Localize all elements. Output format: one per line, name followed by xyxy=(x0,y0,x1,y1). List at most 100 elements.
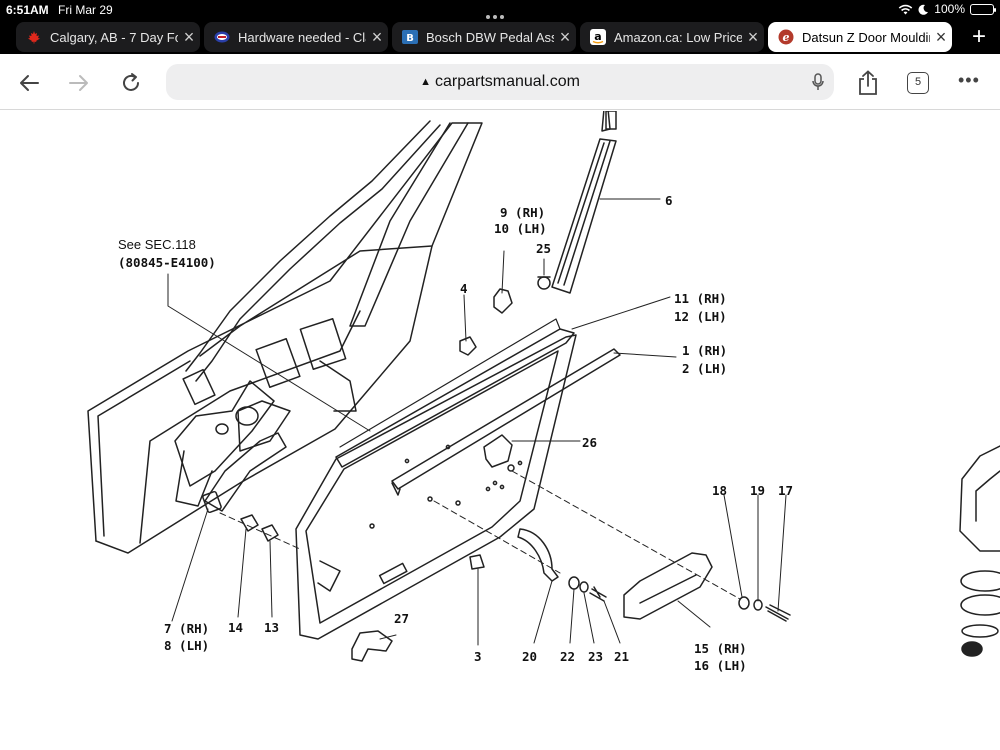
clip-4 xyxy=(459,336,477,356)
grommet-13 xyxy=(261,524,279,542)
reload-button[interactable] xyxy=(116,68,146,98)
close-icon[interactable]: × xyxy=(371,26,383,47)
close-icon[interactable]: × xyxy=(935,26,947,47)
share-icon xyxy=(859,70,877,95)
site-logo-icon: B xyxy=(402,29,418,45)
callout-25: 25 xyxy=(536,241,552,256)
escutcheon-20 xyxy=(517,528,559,582)
callout-19: 19 xyxy=(750,483,766,498)
callout-11-rh: 11 (RH) xyxy=(674,291,727,306)
status-bar: 6:51AM Fri Mar 29 100% xyxy=(0,0,1000,20)
callout-27: 27 xyxy=(394,611,410,626)
status-time: 6:51AM xyxy=(6,3,49,17)
tab-title: Hardware needed - Classic Zcars xyxy=(238,29,366,45)
close-icon[interactable]: × xyxy=(559,26,571,47)
callout-2-lh: 2 (LH) xyxy=(682,361,728,376)
forward-button[interactable] xyxy=(64,68,94,98)
share-button[interactable] xyxy=(853,68,883,98)
amazon-icon: a xyxy=(590,29,606,45)
tab-calgary-forecast[interactable]: Calgary, AB - 7 Day Forecast × xyxy=(16,22,200,52)
washer-23 xyxy=(579,581,589,593)
microphone-icon[interactable] xyxy=(812,73,824,96)
callout-23: 23 xyxy=(588,649,604,664)
tab-hardware-needed[interactable]: Hardware needed - Classic Zcars × xyxy=(204,22,388,52)
bracket-27 xyxy=(351,630,393,662)
washer-22 xyxy=(568,576,580,590)
clip-25 xyxy=(537,276,551,290)
partial-adjacent-drawing xyxy=(959,445,1000,657)
bolt-17 xyxy=(765,604,791,622)
back-button[interactable] xyxy=(14,68,44,98)
washer-18 xyxy=(738,596,750,610)
callout-22: 22 xyxy=(560,649,576,664)
tab-count-button[interactable]: 5 xyxy=(907,72,929,94)
tab-bosch-dbw-pedal[interactable]: B Bosch DBW Pedal Assembly × xyxy=(392,22,576,52)
callout-4: 4 xyxy=(460,281,468,296)
regulator-assembly xyxy=(202,432,287,514)
e-logo-icon: e xyxy=(778,29,794,45)
battery-percent: 100% xyxy=(934,2,965,16)
callout-12-lh: 12 (LH) xyxy=(674,309,727,324)
part-26 xyxy=(483,434,513,468)
grommet-14 xyxy=(240,514,259,532)
ref-note-partnumber: (80845-E4100) xyxy=(118,255,216,270)
callout-7-rh: 7 (RH) xyxy=(164,621,210,636)
callout-15-rh: 15 (RH) xyxy=(694,641,747,656)
arrow-left-icon xyxy=(20,75,39,91)
moon-icon xyxy=(918,4,929,15)
svg-text:e: e xyxy=(783,31,790,44)
upper-moulding xyxy=(335,328,575,468)
tab-amazon[interactable]: a Amazon.ca: Low Prices × xyxy=(580,22,764,52)
tab-title: Bosch DBW Pedal Assembly xyxy=(426,29,554,45)
tab-datsun-door-moulding[interactable]: e Datsun Z Door Moulding × xyxy=(768,22,952,52)
ref-leader-line xyxy=(167,273,371,432)
callout-26: 26 xyxy=(582,435,598,450)
callout-18: 18 xyxy=(712,483,728,498)
callout-13: 13 xyxy=(264,620,280,635)
clip-9-10 xyxy=(493,288,513,314)
callout-9-rh: 9 (RH) xyxy=(500,205,546,220)
status-date: Fri Mar 29 xyxy=(58,3,113,17)
callout-8-lh: 8 (LH) xyxy=(164,638,210,653)
svg-text:a: a xyxy=(594,30,601,43)
zcar-logo-icon xyxy=(214,29,230,45)
tab-title: Calgary, AB - 7 Day Forecast xyxy=(50,29,178,45)
arrow-right-icon xyxy=(69,75,88,91)
status-right: 100% xyxy=(898,2,996,16)
site-warning-icon: ▲ xyxy=(420,76,431,88)
close-icon[interactable]: × xyxy=(747,26,759,47)
screw-21 xyxy=(589,586,607,602)
battery-icon xyxy=(970,3,996,15)
new-tab-button[interactable]: + xyxy=(971,23,986,50)
close-icon[interactable]: × xyxy=(183,26,195,47)
callout-16-lh: 16 (LH) xyxy=(694,658,747,673)
reload-icon xyxy=(123,73,139,91)
callout-21: 21 xyxy=(614,649,630,664)
ref-note-section: See SEC.118 xyxy=(118,237,196,252)
wifi-icon xyxy=(898,4,913,15)
tab-title: Datsun Z Door Moulding xyxy=(802,29,930,45)
clip-3 xyxy=(469,554,485,570)
callout-20: 20 xyxy=(522,649,538,664)
callout-1-rh: 1 (RH) xyxy=(682,343,728,358)
callout-14: 14 xyxy=(228,620,244,635)
browser-toolbar: ▲ carpartsmanual.com 5 ••• xyxy=(0,54,1000,110)
door-shell xyxy=(87,120,483,554)
door-exploded-view-drawing xyxy=(87,111,1000,662)
url-text: carpartsmanual.com xyxy=(434,73,580,90)
svg-text:B: B xyxy=(406,33,414,44)
more-options-icon[interactable]: ••• xyxy=(958,70,980,90)
tab-bar: Calgary, AB - 7 Day Forecast × Hardware … xyxy=(0,20,1000,54)
armrest xyxy=(623,552,713,620)
door-trim-panel xyxy=(295,334,577,640)
maple-leaf-icon xyxy=(26,29,42,45)
callout-6: 6 xyxy=(665,193,673,208)
parts-diagram: See SEC.118 (80845-E4100) 6 9 (RH) 10 (L… xyxy=(0,111,1000,750)
callout-10-lh: 10 (LH) xyxy=(494,221,547,236)
multitasking-dots[interactable] xyxy=(486,8,514,19)
glass-run-channel xyxy=(551,138,617,294)
tab-title: Amazon.ca: Low Prices xyxy=(614,29,742,45)
address-bar[interactable]: ▲ carpartsmanual.com xyxy=(166,64,834,100)
callout-3: 3 xyxy=(474,649,482,664)
callout-17: 17 xyxy=(778,483,794,498)
